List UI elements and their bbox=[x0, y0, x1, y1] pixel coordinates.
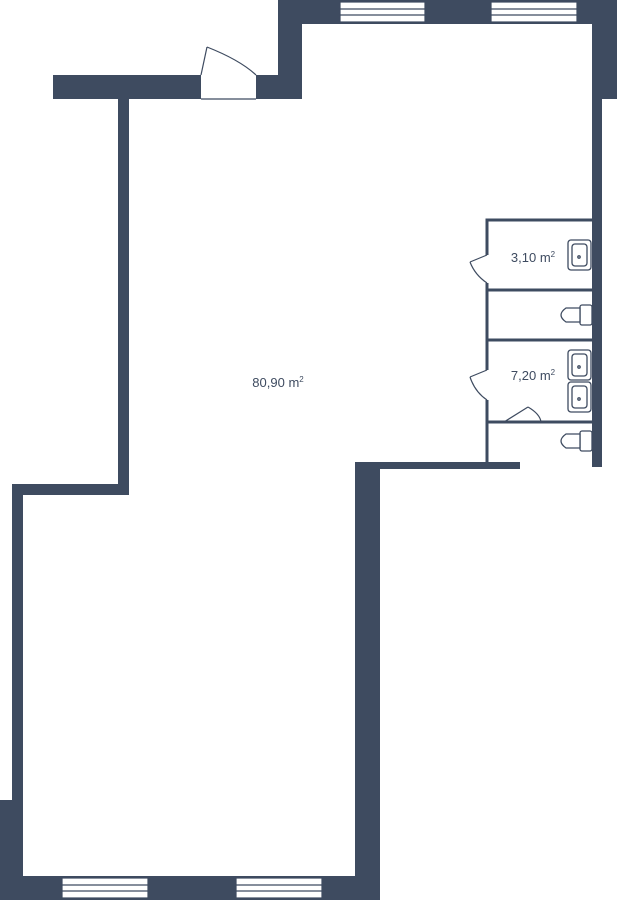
wall-left-lower bbox=[12, 484, 23, 900]
window-icon bbox=[490, 1, 578, 23]
window-icon bbox=[235, 877, 323, 899]
toilets bbox=[560, 304, 593, 452]
door-icon bbox=[469, 254, 488, 284]
wall-right-thin bbox=[592, 99, 602, 467]
wall-right-lower bbox=[355, 462, 380, 900]
wall-right-upper bbox=[592, 0, 617, 99]
wall-entry bbox=[256, 75, 280, 99]
wall-left-step bbox=[12, 484, 129, 495]
area-value: 80,90 bbox=[252, 375, 285, 390]
area-unit: m bbox=[539, 250, 551, 265]
wall-right-step bbox=[355, 462, 520, 469]
door-icon bbox=[469, 369, 488, 401]
window-icon bbox=[339, 1, 426, 23]
area-unit-power: 2 bbox=[299, 375, 304, 384]
washroom-partitions bbox=[485, 218, 593, 462]
area-label-main-hall: 80,90 m2 bbox=[252, 375, 303, 390]
area-unit: m bbox=[288, 375, 300, 390]
sink-icon bbox=[567, 349, 592, 381]
sinks bbox=[567, 239, 592, 413]
area-label-washroom-large: 7,20 m2 bbox=[511, 368, 555, 383]
wall-top-left bbox=[53, 75, 201, 99]
door-icon bbox=[503, 406, 542, 423]
sink-icon bbox=[567, 239, 592, 271]
area-unit-power: 2 bbox=[550, 250, 556, 259]
area-unit: m bbox=[539, 368, 551, 383]
washroom-doors bbox=[469, 254, 542, 423]
area-value: 3,10 bbox=[510, 250, 537, 265]
sink-icon bbox=[567, 381, 592, 413]
door-icon bbox=[200, 46, 257, 100]
windows bbox=[61, 1, 578, 899]
area-unit-power: 2 bbox=[550, 368, 556, 377]
toilet-icon bbox=[560, 304, 593, 326]
window-icon bbox=[61, 877, 149, 899]
wall-bottom bbox=[0, 876, 380, 900]
wall-left-bottom-bump bbox=[0, 800, 23, 900]
area-label-washroom-small: 3,10 m2 bbox=[511, 250, 555, 265]
area-value: 7,20 bbox=[510, 368, 537, 383]
toilet-icon bbox=[560, 430, 593, 452]
wall-left-upper bbox=[118, 99, 129, 495]
